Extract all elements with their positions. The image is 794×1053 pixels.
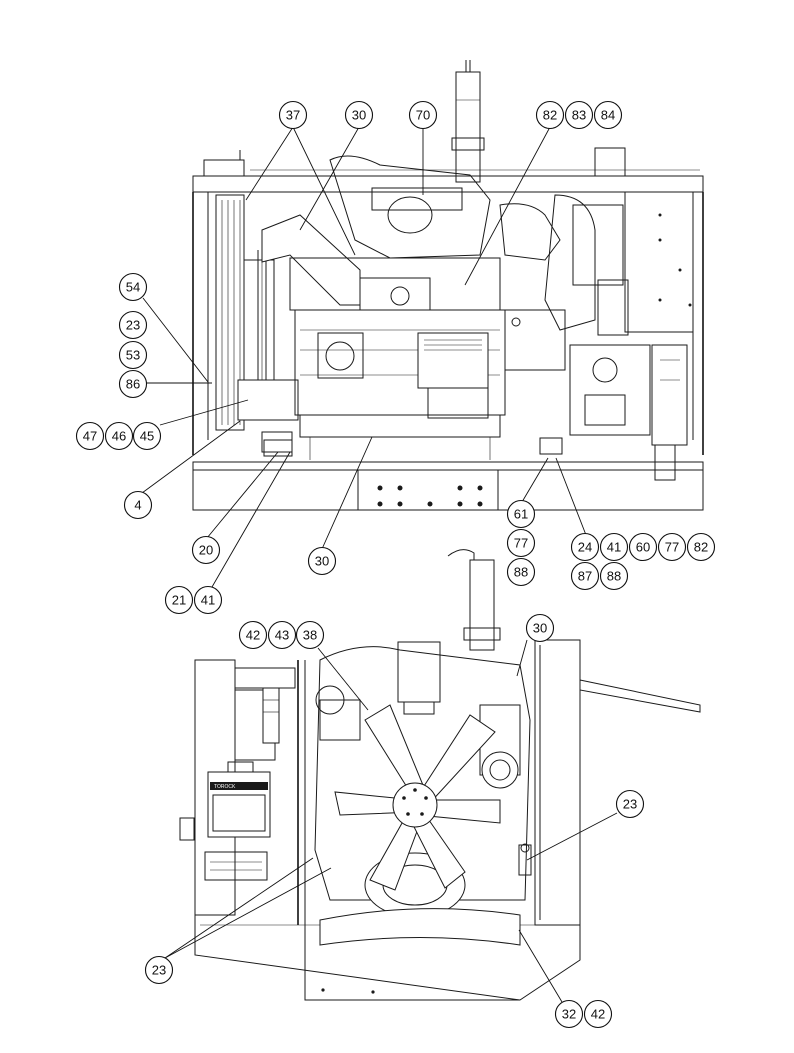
svg-text:47: 47 xyxy=(83,429,97,444)
svg-text:21: 21 xyxy=(172,593,186,608)
svg-text:77: 77 xyxy=(514,536,528,551)
top-frame xyxy=(192,147,704,511)
callout-86: 86 xyxy=(118,369,148,399)
svg-text:30: 30 xyxy=(352,108,366,123)
intake-pipe xyxy=(261,214,431,311)
fan-assembly xyxy=(237,250,299,453)
callout-46: 46 xyxy=(104,421,134,451)
callout-45: 45 xyxy=(132,421,162,451)
exhaust-outlet xyxy=(397,549,501,715)
svg-text:53: 53 xyxy=(126,348,140,363)
radiator xyxy=(215,194,275,431)
svg-text:30: 30 xyxy=(533,621,547,636)
svg-text:23: 23 xyxy=(126,318,140,333)
frame-holes xyxy=(377,485,483,507)
callout-42: 42 xyxy=(238,620,268,650)
svg-text:23: 23 xyxy=(623,797,637,812)
svg-text:82: 82 xyxy=(694,540,708,555)
callout-42b: 42 xyxy=(583,999,613,1029)
callout-30: 30 xyxy=(344,100,374,130)
svg-text:37: 37 xyxy=(286,108,300,123)
callout-41: 41 xyxy=(193,585,223,615)
nameplate-text: TOROCK xyxy=(214,784,236,790)
svg-text:24: 24 xyxy=(578,540,592,555)
sensor-right xyxy=(518,843,532,876)
callout-20: 20 xyxy=(191,535,221,565)
callout-53: 53 xyxy=(118,340,148,370)
callout-77b: 77 xyxy=(657,532,687,562)
svg-text:83: 83 xyxy=(572,108,586,123)
callout-21: 21 xyxy=(164,585,194,615)
exhaust-stack xyxy=(451,60,485,183)
turbo-pipes xyxy=(499,194,596,371)
callout-30b: 30 xyxy=(307,546,337,576)
top-callouts: 37 30 70 82 83 84 54 23 53 86 47 46 45 4… xyxy=(75,100,716,615)
svg-text:60: 60 xyxy=(636,540,650,555)
svg-text:45: 45 xyxy=(140,429,154,444)
callout-77: 77 xyxy=(506,528,536,558)
callout-43: 43 xyxy=(267,620,297,650)
callout-4: 4 xyxy=(123,490,153,520)
hydraulic-pump xyxy=(569,344,688,481)
callout-41b: 41 xyxy=(599,532,629,562)
svg-text:23: 23 xyxy=(152,963,166,978)
svg-text:86: 86 xyxy=(126,377,140,392)
air-cleaner xyxy=(329,155,491,259)
callout-88b: 88 xyxy=(599,561,629,591)
svg-text:88: 88 xyxy=(607,569,621,584)
svg-text:41: 41 xyxy=(607,540,621,555)
callout-82: 82 xyxy=(535,100,565,130)
callout-60: 60 xyxy=(628,532,658,562)
callout-84: 84 xyxy=(593,100,623,130)
callout-30c: 30 xyxy=(525,613,555,643)
svg-text:43: 43 xyxy=(275,628,289,643)
callout-83: 83 xyxy=(564,100,594,130)
callout-32: 32 xyxy=(554,999,584,1029)
bottom-engine-view: TOROCK xyxy=(179,549,701,1001)
bottom-leader-lines xyxy=(164,639,618,1003)
cooling-fan xyxy=(334,704,501,891)
svg-text:4: 4 xyxy=(134,498,141,513)
svg-text:32: 32 xyxy=(562,1007,576,1022)
svg-text:77: 77 xyxy=(665,540,679,555)
svg-text:46: 46 xyxy=(112,429,126,444)
callout-23b: 23 xyxy=(615,789,645,819)
callout-38: 38 xyxy=(295,620,325,650)
bottom-callouts: 42 43 38 30 23 23 32 42 xyxy=(144,613,645,1029)
svg-text:42: 42 xyxy=(591,1007,605,1022)
control-box xyxy=(572,191,694,336)
callout-70: 70 xyxy=(408,100,438,130)
callout-87: 87 xyxy=(570,561,600,591)
engine-mount-right xyxy=(539,437,563,455)
callout-82b: 82 xyxy=(686,532,716,562)
callout-47: 47 xyxy=(75,421,105,451)
svg-text:38: 38 xyxy=(303,628,317,643)
engine-mount-left xyxy=(263,439,293,457)
callout-24: 24 xyxy=(570,532,600,562)
callout-23c: 23 xyxy=(144,955,174,985)
svg-text:82: 82 xyxy=(543,108,557,123)
svg-text:54: 54 xyxy=(126,280,140,295)
svg-text:20: 20 xyxy=(199,543,213,558)
callout-23: 23 xyxy=(118,310,148,340)
svg-text:42: 42 xyxy=(246,628,260,643)
svg-text:30: 30 xyxy=(315,554,329,569)
fuel-filters: TOROCK xyxy=(204,687,280,881)
callout-37: 37 xyxy=(278,100,308,130)
engine-block xyxy=(289,257,506,460)
svg-text:41: 41 xyxy=(201,593,215,608)
svg-text:70: 70 xyxy=(416,108,430,123)
callout-54: 54 xyxy=(118,272,148,302)
svg-text:87: 87 xyxy=(578,569,592,584)
top-engine-view xyxy=(192,60,704,511)
callout-61: 61 xyxy=(506,499,536,529)
svg-text:84: 84 xyxy=(601,108,615,123)
svg-text:88: 88 xyxy=(514,565,528,580)
svg-text:61: 61 xyxy=(514,507,528,522)
callout-88: 88 xyxy=(506,557,536,587)
top-leader-lines xyxy=(141,126,587,588)
